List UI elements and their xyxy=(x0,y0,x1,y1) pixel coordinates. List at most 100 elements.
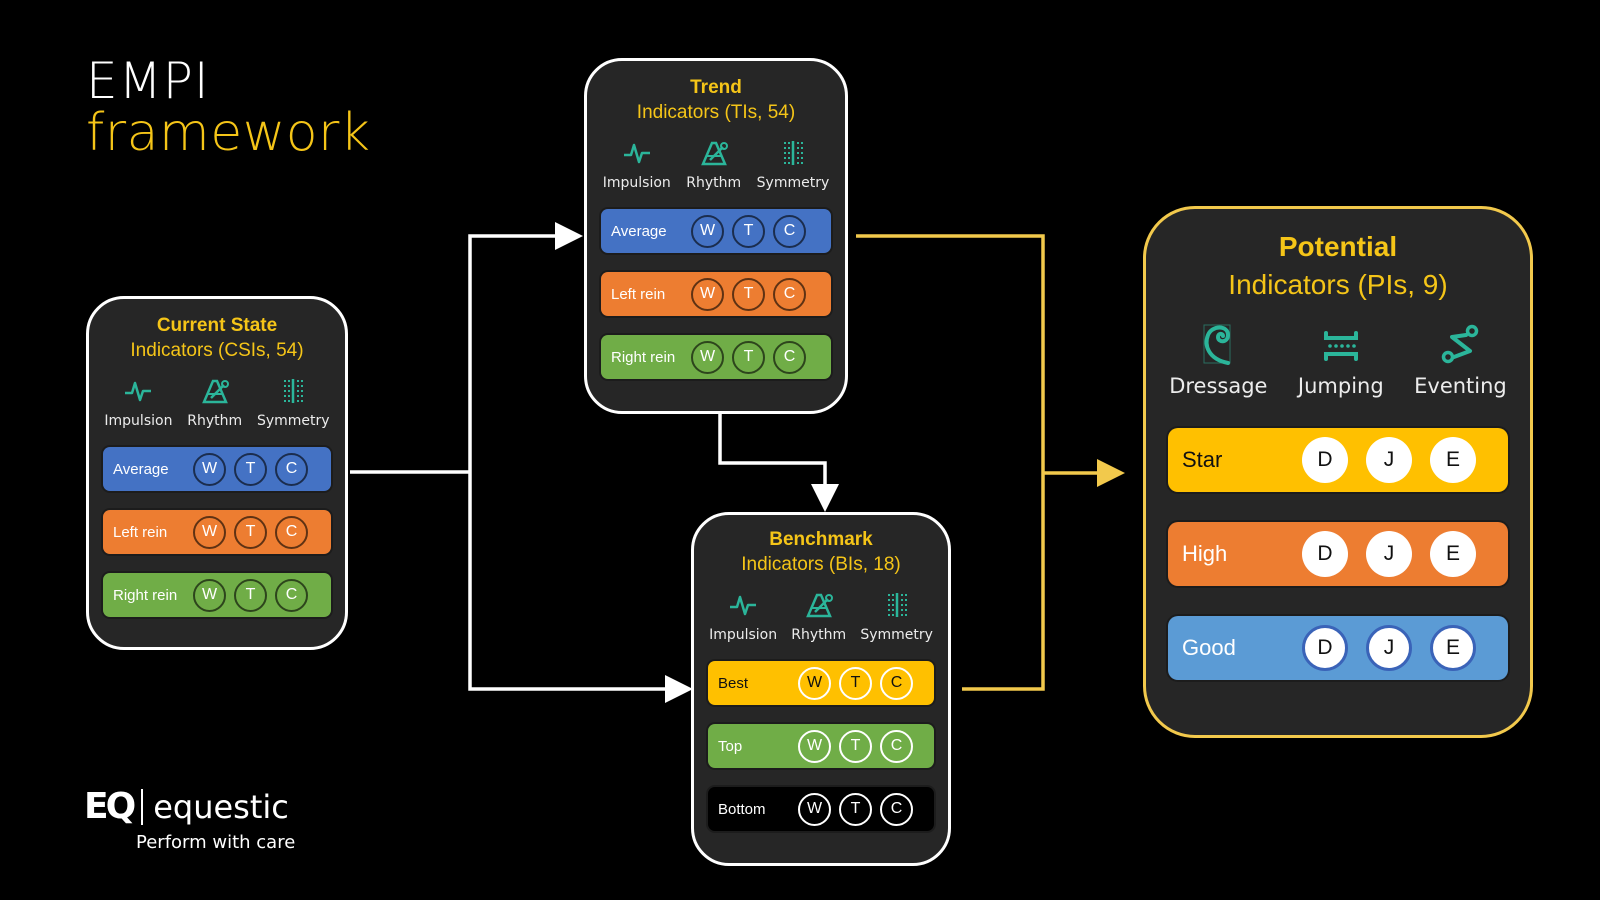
trend-subheading: Indicators (TIs, 54) xyxy=(636,102,796,123)
potential-icon-item: Eventing xyxy=(1414,321,1507,398)
indicator-t: T xyxy=(732,340,765,374)
indicator-w: W xyxy=(193,515,226,549)
row-label: Good xyxy=(1182,635,1236,660)
indicator-t: T xyxy=(234,578,267,612)
indicator-c: C xyxy=(880,729,913,763)
brand-name: equestic xyxy=(153,787,289,826)
benchmark-icon-label: Impulsion xyxy=(709,627,778,643)
benchmark-icon-label: Rhythm xyxy=(791,627,847,643)
indicator-c: C xyxy=(773,214,806,248)
row-label: Right rein xyxy=(611,348,676,366)
potential-icon-label: Dressage xyxy=(1169,374,1268,398)
row-label: Star xyxy=(1182,447,1223,472)
indicator-j: J xyxy=(1366,531,1412,577)
connector-trend-to-benchmark xyxy=(718,413,839,512)
row-label: High xyxy=(1182,541,1228,566)
current_state-icon-item: Impulsion xyxy=(104,376,172,429)
indicator-t: T xyxy=(234,515,267,549)
symmetry-icon xyxy=(778,138,808,173)
indicator-c: C xyxy=(275,578,308,612)
symmetry-icon xyxy=(882,590,912,625)
benchmark-icon-item: Symmetry xyxy=(860,590,933,643)
potential-icon-row: Dressage Jumping Eventing xyxy=(1146,321,1530,398)
indicator-t: T xyxy=(839,729,872,763)
title-line2: framework xyxy=(86,103,371,163)
impulsion-icon xyxy=(728,590,758,625)
trend-heading: Trend xyxy=(690,77,742,98)
jumping-fence-icon xyxy=(1321,321,1361,372)
trend-icon-item: Impulsion xyxy=(603,138,671,191)
row-label: Right rein xyxy=(113,586,178,604)
current_state-icon-item: Rhythm xyxy=(187,376,242,429)
connector-to-trend xyxy=(468,222,583,472)
connector-to-benchmark xyxy=(468,472,693,703)
indicator-c: C xyxy=(275,452,308,486)
indicator-j: J xyxy=(1366,625,1412,671)
symmetry-icon xyxy=(278,376,308,411)
indicator-t: T xyxy=(732,277,765,311)
current_state-icon-item: Symmetry xyxy=(257,376,330,429)
benchmark-icon-row: Impulsion Rhythm Symmetry xyxy=(694,590,948,643)
impulsion-icon xyxy=(622,138,652,173)
indicator-c: C xyxy=(880,792,913,826)
trend-icon-label: Impulsion xyxy=(602,175,671,191)
eq-logo-mark: EQ xyxy=(84,786,136,827)
title-line1: EMPI xyxy=(86,52,210,110)
indicator-e: E xyxy=(1430,531,1476,577)
potential-subheading: Indicators (PIs, 9) xyxy=(1228,269,1448,300)
benchmark-icon-item: Rhythm xyxy=(791,590,846,643)
indicator-w: W xyxy=(193,452,226,486)
current_state-subheading: Indicators (CSIs, 54) xyxy=(130,340,304,361)
potential-heading: Potential xyxy=(1278,231,1398,262)
indicator-w: W xyxy=(691,277,724,311)
current_state-icon-label: Symmetry xyxy=(256,413,330,429)
indicator-t: T xyxy=(839,666,872,700)
impulsion-icon xyxy=(123,376,153,411)
row-label: Left rein xyxy=(611,285,666,303)
current_state-icon-label: Rhythm xyxy=(187,413,243,429)
potential-icon-item: Dressage xyxy=(1169,321,1267,398)
row-label: Average xyxy=(113,460,169,478)
benchmark-heading: Benchmark xyxy=(769,529,873,550)
trend-icon-row: Impulsion Rhythm Symmetry xyxy=(587,138,845,191)
row-label: Top xyxy=(718,737,743,755)
current_state-icon-row: Impulsion Rhythm Symmetry xyxy=(89,376,345,429)
logo-divider xyxy=(141,788,144,825)
rhythm-metronome-icon xyxy=(200,376,230,411)
connector-trend-to-potential xyxy=(856,234,1045,691)
indicator-w: W xyxy=(691,214,724,248)
indicator-t: T xyxy=(732,214,765,248)
indicator-w: W xyxy=(798,729,831,763)
row-label: Bottom xyxy=(718,800,766,818)
trend-icon-label: Rhythm xyxy=(686,175,742,191)
indicator-w: W xyxy=(193,578,226,612)
indicator-t: T xyxy=(839,792,872,826)
indicator-t: T xyxy=(234,452,267,486)
page-title: EMPI framework xyxy=(86,56,371,160)
indicator-c: C xyxy=(880,666,913,700)
potential-icon-item: Jumping xyxy=(1298,321,1384,398)
